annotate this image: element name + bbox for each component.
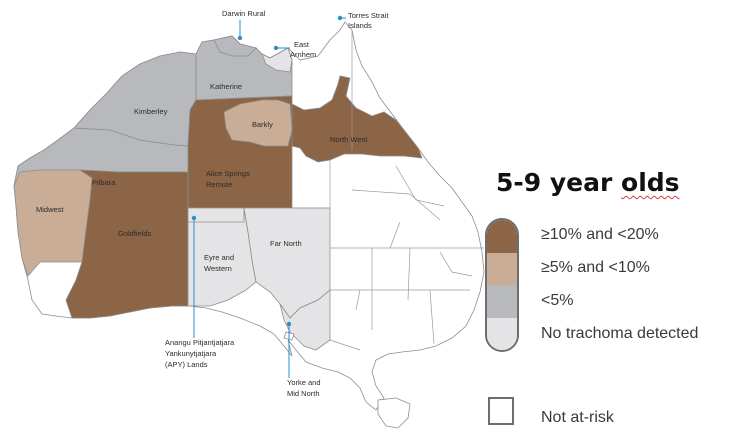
label-torres-1: Torres Strait: [348, 11, 389, 20]
region-north-west: [291, 75, 423, 163]
label-yorke-2: Mid North: [287, 389, 320, 398]
label-goldfields: Goldfields: [118, 229, 152, 238]
legend-label-medium: ≥5% and <10%: [541, 259, 650, 276]
legend-swatch-none: [487, 317, 517, 350]
legend-swatch-low: [487, 285, 517, 318]
region-east-arnhem: [261, 47, 293, 73]
label-apy-3: (APY) Lands: [165, 360, 208, 369]
label-yorke-1: Yorke and: [287, 378, 321, 387]
label-apy-1: Anangu Pitjantjatjara: [165, 338, 235, 347]
label-kimberley: Kimberley: [134, 107, 168, 116]
label-alice-springs-2: Remote: [206, 180, 232, 189]
label-north-west: North West: [330, 135, 368, 144]
label-eyre-2: Western: [204, 264, 232, 273]
legend-title: 5-9 year olds: [496, 168, 680, 197]
label-east-arnhem-2: Arnhem: [290, 50, 316, 59]
label-east-arnhem-1: East: [294, 40, 310, 49]
legend-swatch-high: [487, 220, 517, 253]
legend-swatch-not-at-risk: [488, 397, 514, 425]
legend-label-none: No trachoma detected: [541, 325, 699, 342]
label-eyre-1: Eyre and: [204, 253, 234, 262]
label-alice-springs-1: Alice Springs: [206, 169, 250, 178]
region-apy-lands: [187, 207, 245, 223]
legend-color-bar: [485, 218, 519, 352]
label-torres-2: Islands: [348, 21, 372, 30]
label-darwin-rural: Darwin Rural: [222, 9, 266, 18]
legend-title-underlined: olds: [621, 168, 680, 197]
label-pilbara: Pilbara: [92, 178, 116, 187]
label-midwest: Midwest: [36, 205, 64, 214]
label-katherine: Katherine: [210, 82, 242, 91]
callouts: [191, 15, 346, 378]
state-borders: [292, 30, 484, 351]
legend-label-high: ≥10% and <20%: [541, 226, 659, 243]
label-far-north: Far North: [270, 239, 302, 248]
legend-label-low: <5%: [541, 292, 574, 309]
legend-swatch-medium: [487, 252, 517, 285]
region-darwin-rural: [213, 35, 257, 57]
legend-label-not-at-risk: Not at-risk: [541, 409, 614, 426]
tasmania: [377, 397, 411, 429]
label-barkly: Barkly: [252, 120, 273, 129]
label-apy-2: Yankunytjatjara: [165, 349, 217, 358]
legend-title-prefix: 5-9 year: [496, 168, 622, 197]
region-barkly: [223, 99, 293, 147]
region-midwest: [13, 169, 93, 277]
